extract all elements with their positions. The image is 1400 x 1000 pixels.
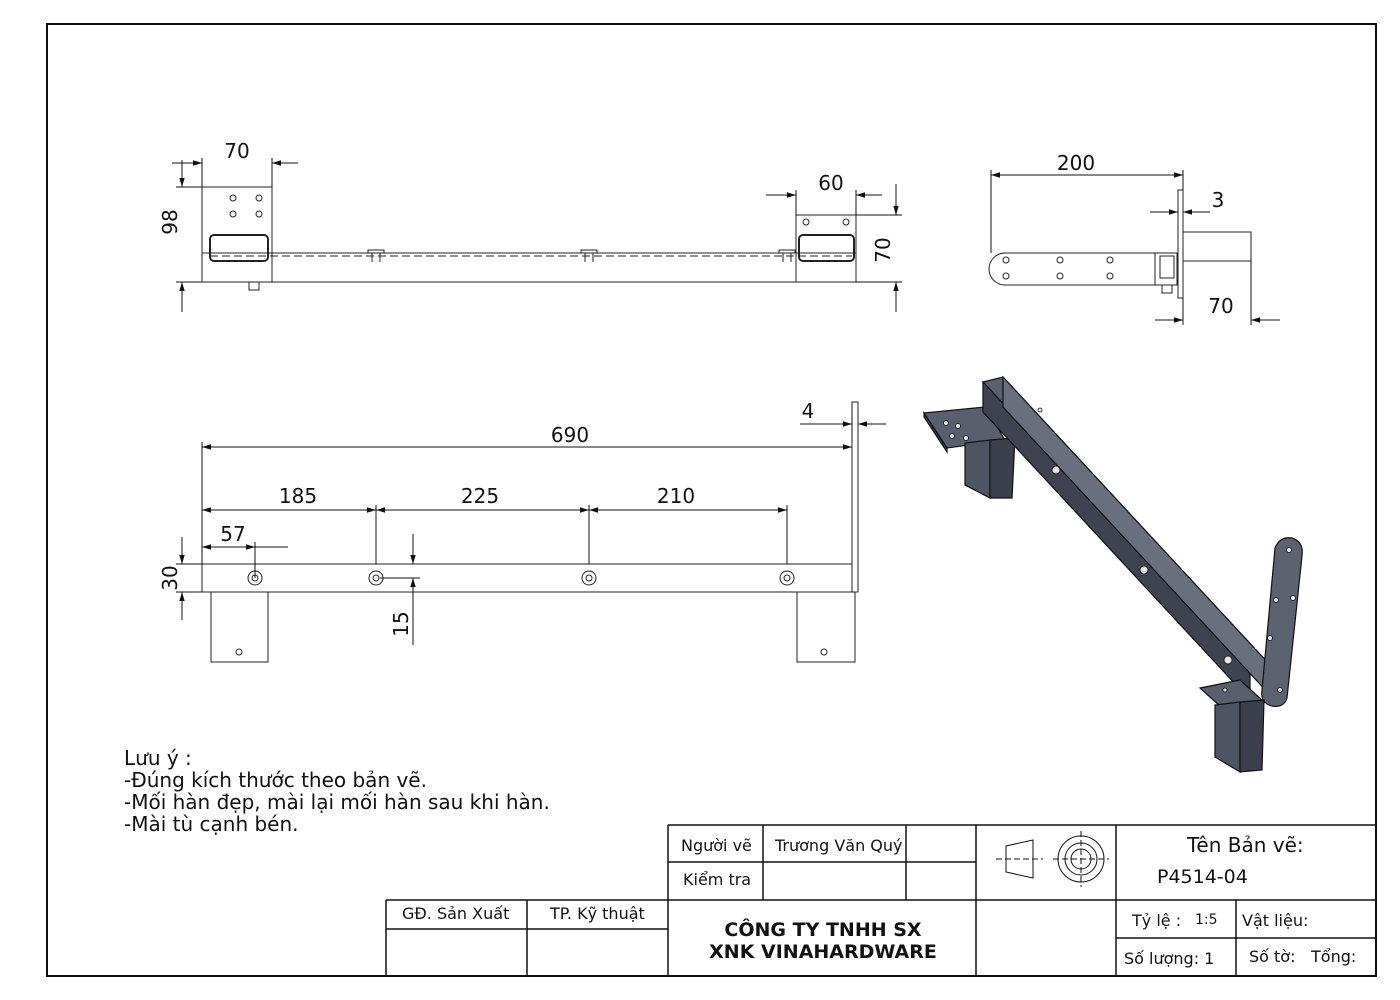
- drawn-by-name: Trương Văn Quý: [775, 836, 903, 855]
- sheet-label: Số tờ:: [1249, 947, 1296, 966]
- dim-front-total: 690: [551, 423, 589, 447]
- isometric-view: [922, 375, 1303, 774]
- drawing-name-label: Tên Bản vẽ:: [1187, 833, 1304, 857]
- company-name-line-2: XNK VINAHARDWARE: [709, 941, 937, 963]
- scale-label: Tỷ lệ :: [1132, 911, 1182, 930]
- dim-top-width-right: 60: [818, 171, 843, 195]
- checked-label: Kiểm tra: [683, 870, 752, 889]
- drawing-border: [46, 23, 1377, 977]
- drawn-by-label: Người vẽ: [681, 836, 752, 855]
- title-block: [385, 824, 1376, 976]
- notes-title: Lưu ý :: [124, 746, 192, 770]
- dim-side-thickness: 3: [1212, 188, 1225, 212]
- drawing-number: P4514-04: [1157, 866, 1248, 888]
- company-name-line-1: CÔNG TY TNHH SX: [724, 919, 922, 941]
- notes-line-3: -Mài tù cạnh bén.: [124, 812, 299, 836]
- projection-symbol-icon: [996, 831, 1109, 887]
- scale-value: 1:5: [1195, 912, 1218, 928]
- dim-front-seg1: 185: [279, 484, 317, 508]
- dim-front-first-hole: 57: [220, 522, 245, 546]
- dim-front-seg3: 210: [657, 484, 695, 508]
- side-view: [988, 170, 1280, 325]
- dim-side-length: 200: [1057, 151, 1095, 175]
- front-view: [176, 401, 886, 663]
- top-view: [172, 158, 902, 312]
- dim-front-seg2: 225: [461, 484, 499, 508]
- tech-manager-label: TP. Kỹ thuật: [550, 904, 645, 923]
- dim-side-width-bottom: 70: [1208, 294, 1233, 318]
- total-label: Tổng:: [1311, 947, 1357, 966]
- dim-front-height: 30: [158, 565, 182, 590]
- production-director-label: GĐ. Sản Xuất: [402, 904, 510, 923]
- dim-top-height-right: 70: [871, 237, 895, 262]
- notes-line-1: -Đúng kích thước theo bản vẽ.: [124, 768, 427, 792]
- quantity-label: Số lượng: 1: [1124, 949, 1215, 968]
- dim-front-plate: 4: [802, 399, 815, 423]
- notes-line-2: -Mối hàn đẹp, mài lại mối hàn sau khi hà…: [124, 790, 550, 814]
- dim-front-hole-height: 15: [389, 611, 413, 636]
- material-label: Vật liệu:: [1242, 911, 1309, 930]
- dim-top-height-left: 98: [158, 209, 182, 234]
- dim-top-width-left: 70: [224, 139, 249, 163]
